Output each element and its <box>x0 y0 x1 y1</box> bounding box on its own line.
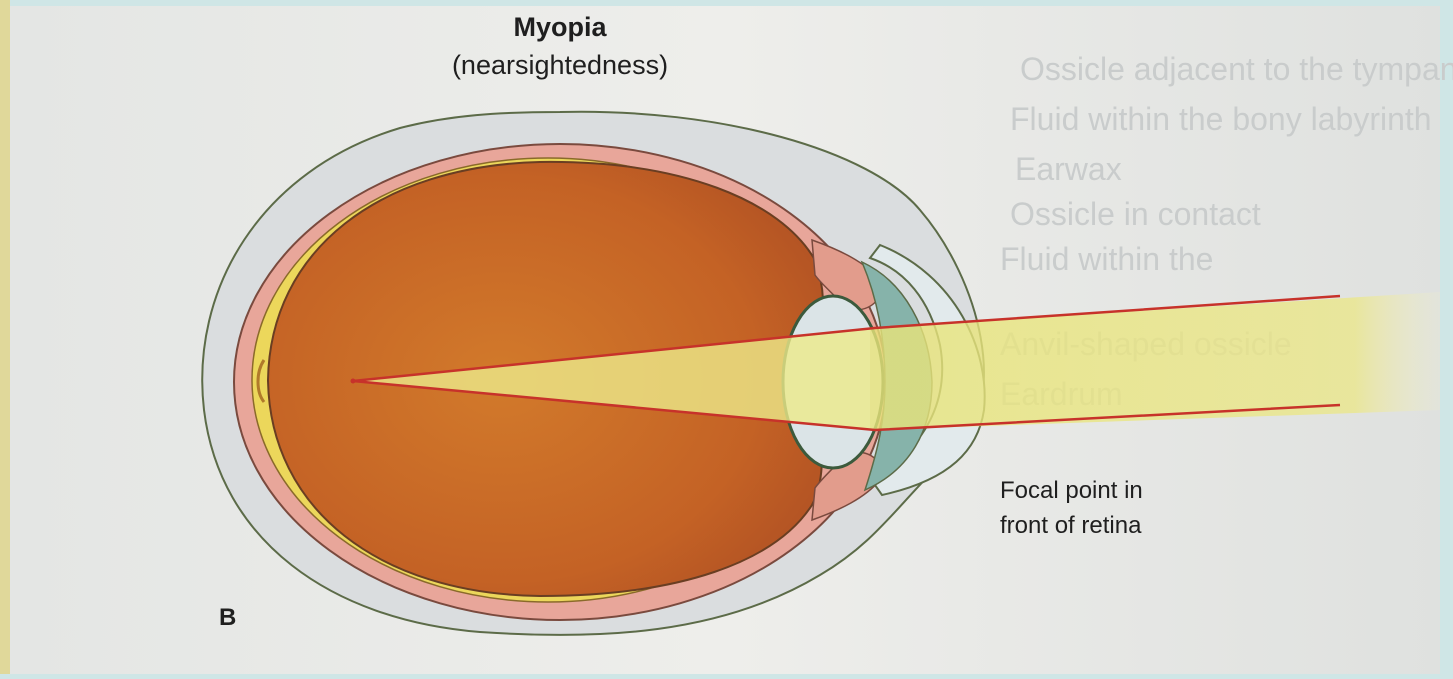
svg-text:Fluid within the: Fluid within the <box>1000 241 1213 277</box>
svg-text:Ossicle adjacent to the tympan: Ossicle adjacent to the tympanic <box>1020 51 1453 87</box>
panel-letter: B <box>219 604 236 632</box>
svg-text:Ossicle in contact: Ossicle in contact <box>1010 196 1261 232</box>
svg-text:Fluid within the bony labyrint: Fluid within the bony labyrinth <box>1010 101 1432 137</box>
focal-caption-line-1: Focal point in <box>1000 477 1143 505</box>
left-edge-strip <box>0 0 10 674</box>
focal-point <box>351 379 356 384</box>
figure-title: Myopia <box>440 12 680 43</box>
svg-text:Earwax: Earwax <box>1015 151 1122 187</box>
figure-subtitle: (nearsightedness) <box>400 50 720 81</box>
focal-caption-line-2: front of retina <box>1000 512 1141 540</box>
